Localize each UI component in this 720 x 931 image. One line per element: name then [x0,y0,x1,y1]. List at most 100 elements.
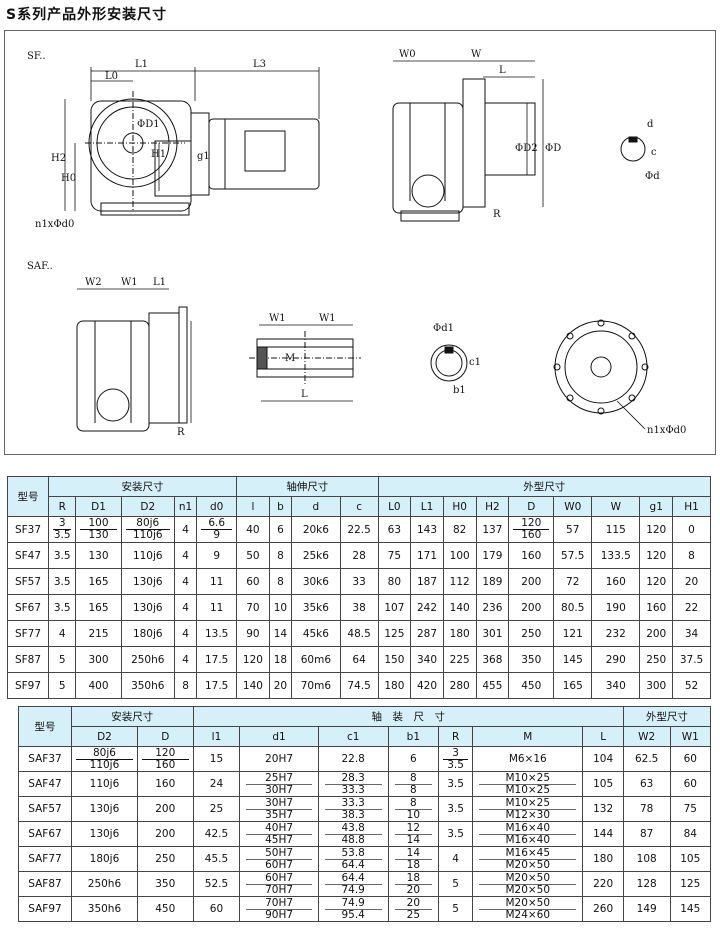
cell-value: 70H7 [265,883,294,896]
dim-H2: H2 [51,153,66,164]
cell-W2: 108 [622,846,671,872]
cell-H1: 0 [672,516,711,543]
cell-b: 8 [268,568,293,595]
cell-value: M20×50 [479,872,577,885]
cell-D: 200 [508,594,555,621]
cell-value: 70H7 [246,897,312,910]
cell-c: 33 [339,568,379,595]
cell-D: 200 [136,796,194,822]
cell-value: 60H7 [265,858,294,871]
cell-W0: 72 [553,568,593,595]
cell-L: 132 [582,796,624,822]
cell-value: 130 [88,529,109,541]
dim-b1: b1 [453,385,466,396]
dim-W2: W2 [85,277,102,288]
dim-W0: W0 [399,49,416,60]
cell-d: 30k6 [291,568,341,595]
cell-c: 48.5 [339,620,379,647]
cell-value: 120 [513,518,550,530]
cell-H2: 137 [475,516,510,543]
cell-d0: 13.5 [196,620,238,647]
cell-D: 200 [508,568,555,595]
cell-D2: 130j6 [71,821,138,847]
model-cell: SF37 [7,516,49,543]
saf-front-view [76,306,188,432]
cell-c: 22.5 [339,516,379,543]
cell-R: 5 [438,871,474,897]
cell-D2: 180j6 [120,620,175,647]
cell-D2: 180j6 [71,846,138,872]
cell-W: 232 [591,620,641,647]
flange-face-view [553,319,649,430]
cell-R: 3.5 [438,796,474,822]
model-cell: SAF47 [18,771,72,797]
col-header-W0: W0 [553,496,593,517]
cell-value: 10 [406,808,421,821]
group-install: 安装尺寸 [47,476,238,497]
cell-value: 160 [521,529,542,541]
cell-value: 74.9 [341,883,365,896]
cell-value: 110j6 [132,529,163,541]
dim-R: R [493,209,501,220]
cell-D: 160 [508,542,555,569]
model-cell: SF87 [7,646,49,673]
cell-value: 25H7 [246,772,312,785]
cell-W2: 62.5 [622,746,671,772]
cell-R: 4 [47,620,77,647]
cell-W0: 145 [553,646,593,673]
col-header-R: R [438,726,474,747]
cell-L0: 107 [377,594,412,621]
cell-l1: 42.5 [192,821,241,847]
cell-L: 260 [582,896,624,922]
cell-g1: 120 [639,542,674,569]
dim-c1: c1 [469,357,481,368]
col-header-W1: W1 [669,726,712,747]
cell-R: 3.5 [438,821,474,847]
cell-L0: 150 [377,646,412,673]
cell-b: 20 [268,672,293,699]
dimension-drawing: SF.. L1 L0 L3 H2 H0 H1 ΦD1 g1 n1xΦd0 [4,30,716,455]
cell-value: 64.4 [341,858,365,871]
cell-D: 160 [136,771,194,797]
cell-g1: 250 [639,646,674,673]
cell-value: 95.4 [341,908,365,921]
cell-value: 120 [141,747,189,760]
cell-value: M10×25 [479,797,577,810]
cell-D2: 350h6 [120,672,175,699]
cell-W1: 125 [669,871,712,897]
cell-d: 70m6 [291,672,341,699]
cell-c: 28 [339,542,379,569]
cell-W1: 145 [669,896,712,922]
dim-phid: Φd [645,171,660,182]
cell-D2: 350h6 [71,896,138,922]
model-cell: SF97 [7,672,49,699]
cell-L1: 420 [410,672,444,699]
cell-W: 190 [591,594,641,621]
model-cell: SF77 [7,620,49,647]
cell-l: 120 [236,646,270,673]
cell-W2: 78 [622,796,671,822]
cell-value: 18 [406,858,421,871]
cell-n1: 4 [173,620,198,647]
cell-value: 20 [406,883,421,896]
group-shaft-mount: 轴 装 尺 寸 [192,706,624,727]
cell-H2: 301 [475,620,510,647]
cell-R: 5 [47,672,77,699]
cell-D2: 250h6 [71,871,138,897]
cell-n1: 4 [173,594,198,621]
cell-W: 115 [591,516,641,543]
col-header-n1: n1 [173,496,198,517]
cell-c: 38 [339,594,379,621]
cell-value: 45H7 [265,833,294,846]
